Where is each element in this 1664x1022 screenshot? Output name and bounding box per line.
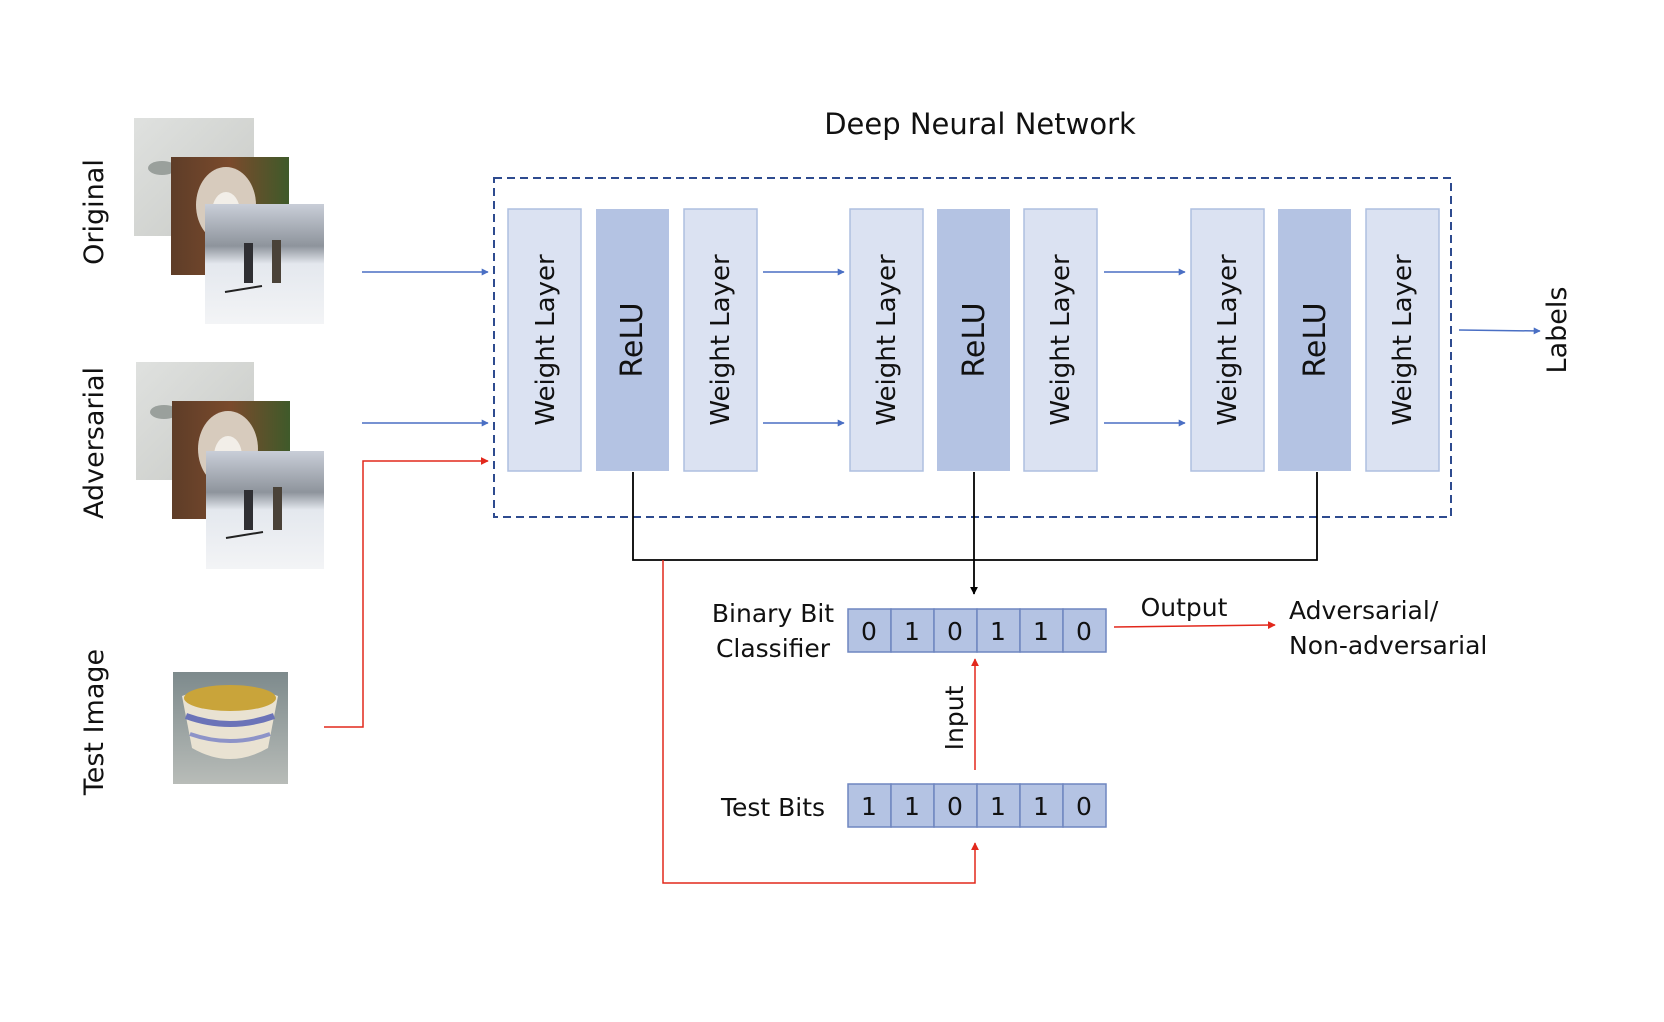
weight-layer-label: Weight Layer xyxy=(706,254,736,426)
weight-layer-label: Weight Layer xyxy=(1213,254,1243,426)
relu-layer xyxy=(937,209,1010,471)
classifier-label-line2: Classifier xyxy=(716,634,831,663)
classifier-output-arrow xyxy=(1113,621,1276,630)
bit-cell xyxy=(976,608,1021,653)
relu-layer-label: ReLU xyxy=(1298,302,1333,377)
weight-layer-label: Weight Layer xyxy=(531,254,561,426)
relu-layer-label: ReLU xyxy=(957,302,992,377)
network-block-2: Weight Layer ReLU Weight Layer xyxy=(849,208,1098,472)
weight-layer-label: Weight Layer xyxy=(872,254,902,426)
weight-layer xyxy=(1023,208,1098,472)
bit-value: 0 xyxy=(861,617,877,646)
row-label-original: Original xyxy=(79,159,110,265)
row-label-adversarial: Adversarial xyxy=(79,367,110,519)
row-label-test-image: Test Image xyxy=(79,649,110,796)
bit-cell xyxy=(976,783,1021,828)
weight-layer xyxy=(1190,208,1265,472)
classifier-bit-array: 0 1 0 1 1 0 xyxy=(847,608,1107,653)
weight-layer xyxy=(1365,208,1440,472)
result-line1: Adversarial/ xyxy=(1289,596,1439,625)
adversarial-image-stack xyxy=(136,362,324,569)
relu-layer xyxy=(596,209,669,471)
output-edge-label: Output xyxy=(1141,593,1228,622)
bit-cell xyxy=(1062,783,1107,828)
classifier-label-line1: Binary Bit xyxy=(712,599,834,628)
weight-layer xyxy=(849,208,924,472)
test-bits-label: Test Bits xyxy=(720,793,825,822)
labels-output-arrow xyxy=(1458,327,1541,335)
bit-value: 1 xyxy=(1033,617,1049,646)
test-bits-feed-arrow xyxy=(662,560,979,884)
bit-value: 1 xyxy=(861,792,877,821)
result-line2: Non-adversarial xyxy=(1289,631,1487,660)
weight-layer-label: Weight Layer xyxy=(1046,254,1076,426)
bit-cell xyxy=(847,783,892,828)
bit-value: 1 xyxy=(990,792,1006,821)
diagram-title: Deep Neural Network xyxy=(824,107,1136,141)
skiers-thumbnail-adversarial xyxy=(206,451,324,569)
weight-layer-label: Weight Layer xyxy=(1388,254,1418,426)
bit-cell xyxy=(890,608,935,653)
test-image-input-arrow xyxy=(324,457,489,728)
bit-value: 0 xyxy=(1076,617,1092,646)
bit-cell xyxy=(847,608,892,653)
bit-value: 0 xyxy=(947,617,963,646)
bit-cell xyxy=(933,608,978,653)
test-image-thumbnail xyxy=(173,672,288,784)
bit-cell xyxy=(1019,608,1064,653)
relu-layer xyxy=(1278,209,1351,471)
original-image-stack xyxy=(134,118,324,324)
bit-value: 1 xyxy=(904,617,920,646)
labels-text: Labels xyxy=(1542,287,1573,374)
network-dashed-box xyxy=(493,177,1452,518)
bit-value: 1 xyxy=(904,792,920,821)
bit-value: 0 xyxy=(947,792,963,821)
skiers-thumbnail xyxy=(205,204,324,324)
test-bit-array: 1 1 0 1 1 0 xyxy=(847,783,1107,828)
bit-value: 1 xyxy=(990,617,1006,646)
relu-tap-bus xyxy=(632,472,1318,561)
network-block-3: Weight Layer ReLU Weight Layer xyxy=(1190,208,1440,472)
network-block-1: Weight Layer ReLU Weight Layer xyxy=(507,208,758,472)
bit-value: 1 xyxy=(1033,792,1049,821)
weight-layer xyxy=(683,208,758,472)
bit-value: 0 xyxy=(1076,792,1092,821)
bit-cell xyxy=(1062,608,1107,653)
relu-layer-label: ReLU xyxy=(615,302,650,377)
input-edge-label: Input xyxy=(940,685,969,750)
weight-layer xyxy=(507,208,582,472)
